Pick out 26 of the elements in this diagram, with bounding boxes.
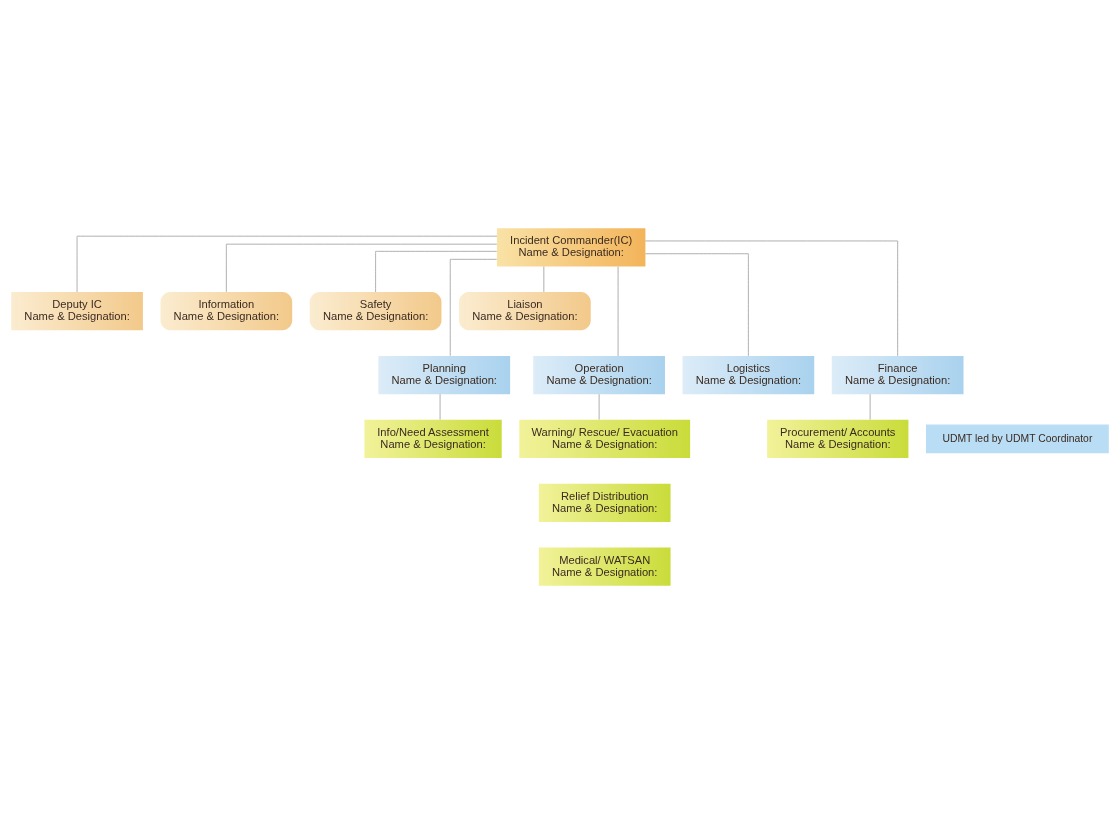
connector xyxy=(645,240,899,356)
node-box: UDMT led by UDMT Coordinator xyxy=(926,424,1109,453)
node-box: Finance Name & Designation: xyxy=(831,355,964,394)
node-box: Logistics Name & Designation: xyxy=(682,355,815,394)
connector xyxy=(76,235,498,292)
connector xyxy=(449,258,498,356)
node-box: Procurement/ Accounts Name & Designation: xyxy=(767,419,909,458)
connector xyxy=(645,252,749,356)
node-box: Information Name & Designation: xyxy=(160,291,293,330)
node-box: Planning Name & Designation: xyxy=(378,355,511,394)
node-box: Warning/ Rescue/ Evacuation Name & Designation: xyxy=(519,419,691,458)
connector xyxy=(598,393,600,420)
connector xyxy=(617,265,619,356)
connector xyxy=(439,393,441,420)
node-box: Incident Commander(IC) Name & Designation: xyxy=(496,227,646,266)
node-box: Info/Need Assessment Name & Designation: xyxy=(364,419,502,458)
connector xyxy=(375,250,498,292)
node-box: Deputy IC Name & Designation: xyxy=(11,291,143,330)
node-box: Operation Name & Designation: xyxy=(533,355,665,394)
node-box: Relief Distribution Name & Designation: xyxy=(538,483,671,522)
connector xyxy=(225,243,498,292)
connector xyxy=(543,265,545,292)
connector xyxy=(869,393,871,420)
node-box: Medical/ WATSAN Name & Designation: xyxy=(538,547,671,586)
node-box: Liaison Name & Designation: xyxy=(459,291,591,330)
node-box: Safety Name & Designation: xyxy=(309,291,442,330)
